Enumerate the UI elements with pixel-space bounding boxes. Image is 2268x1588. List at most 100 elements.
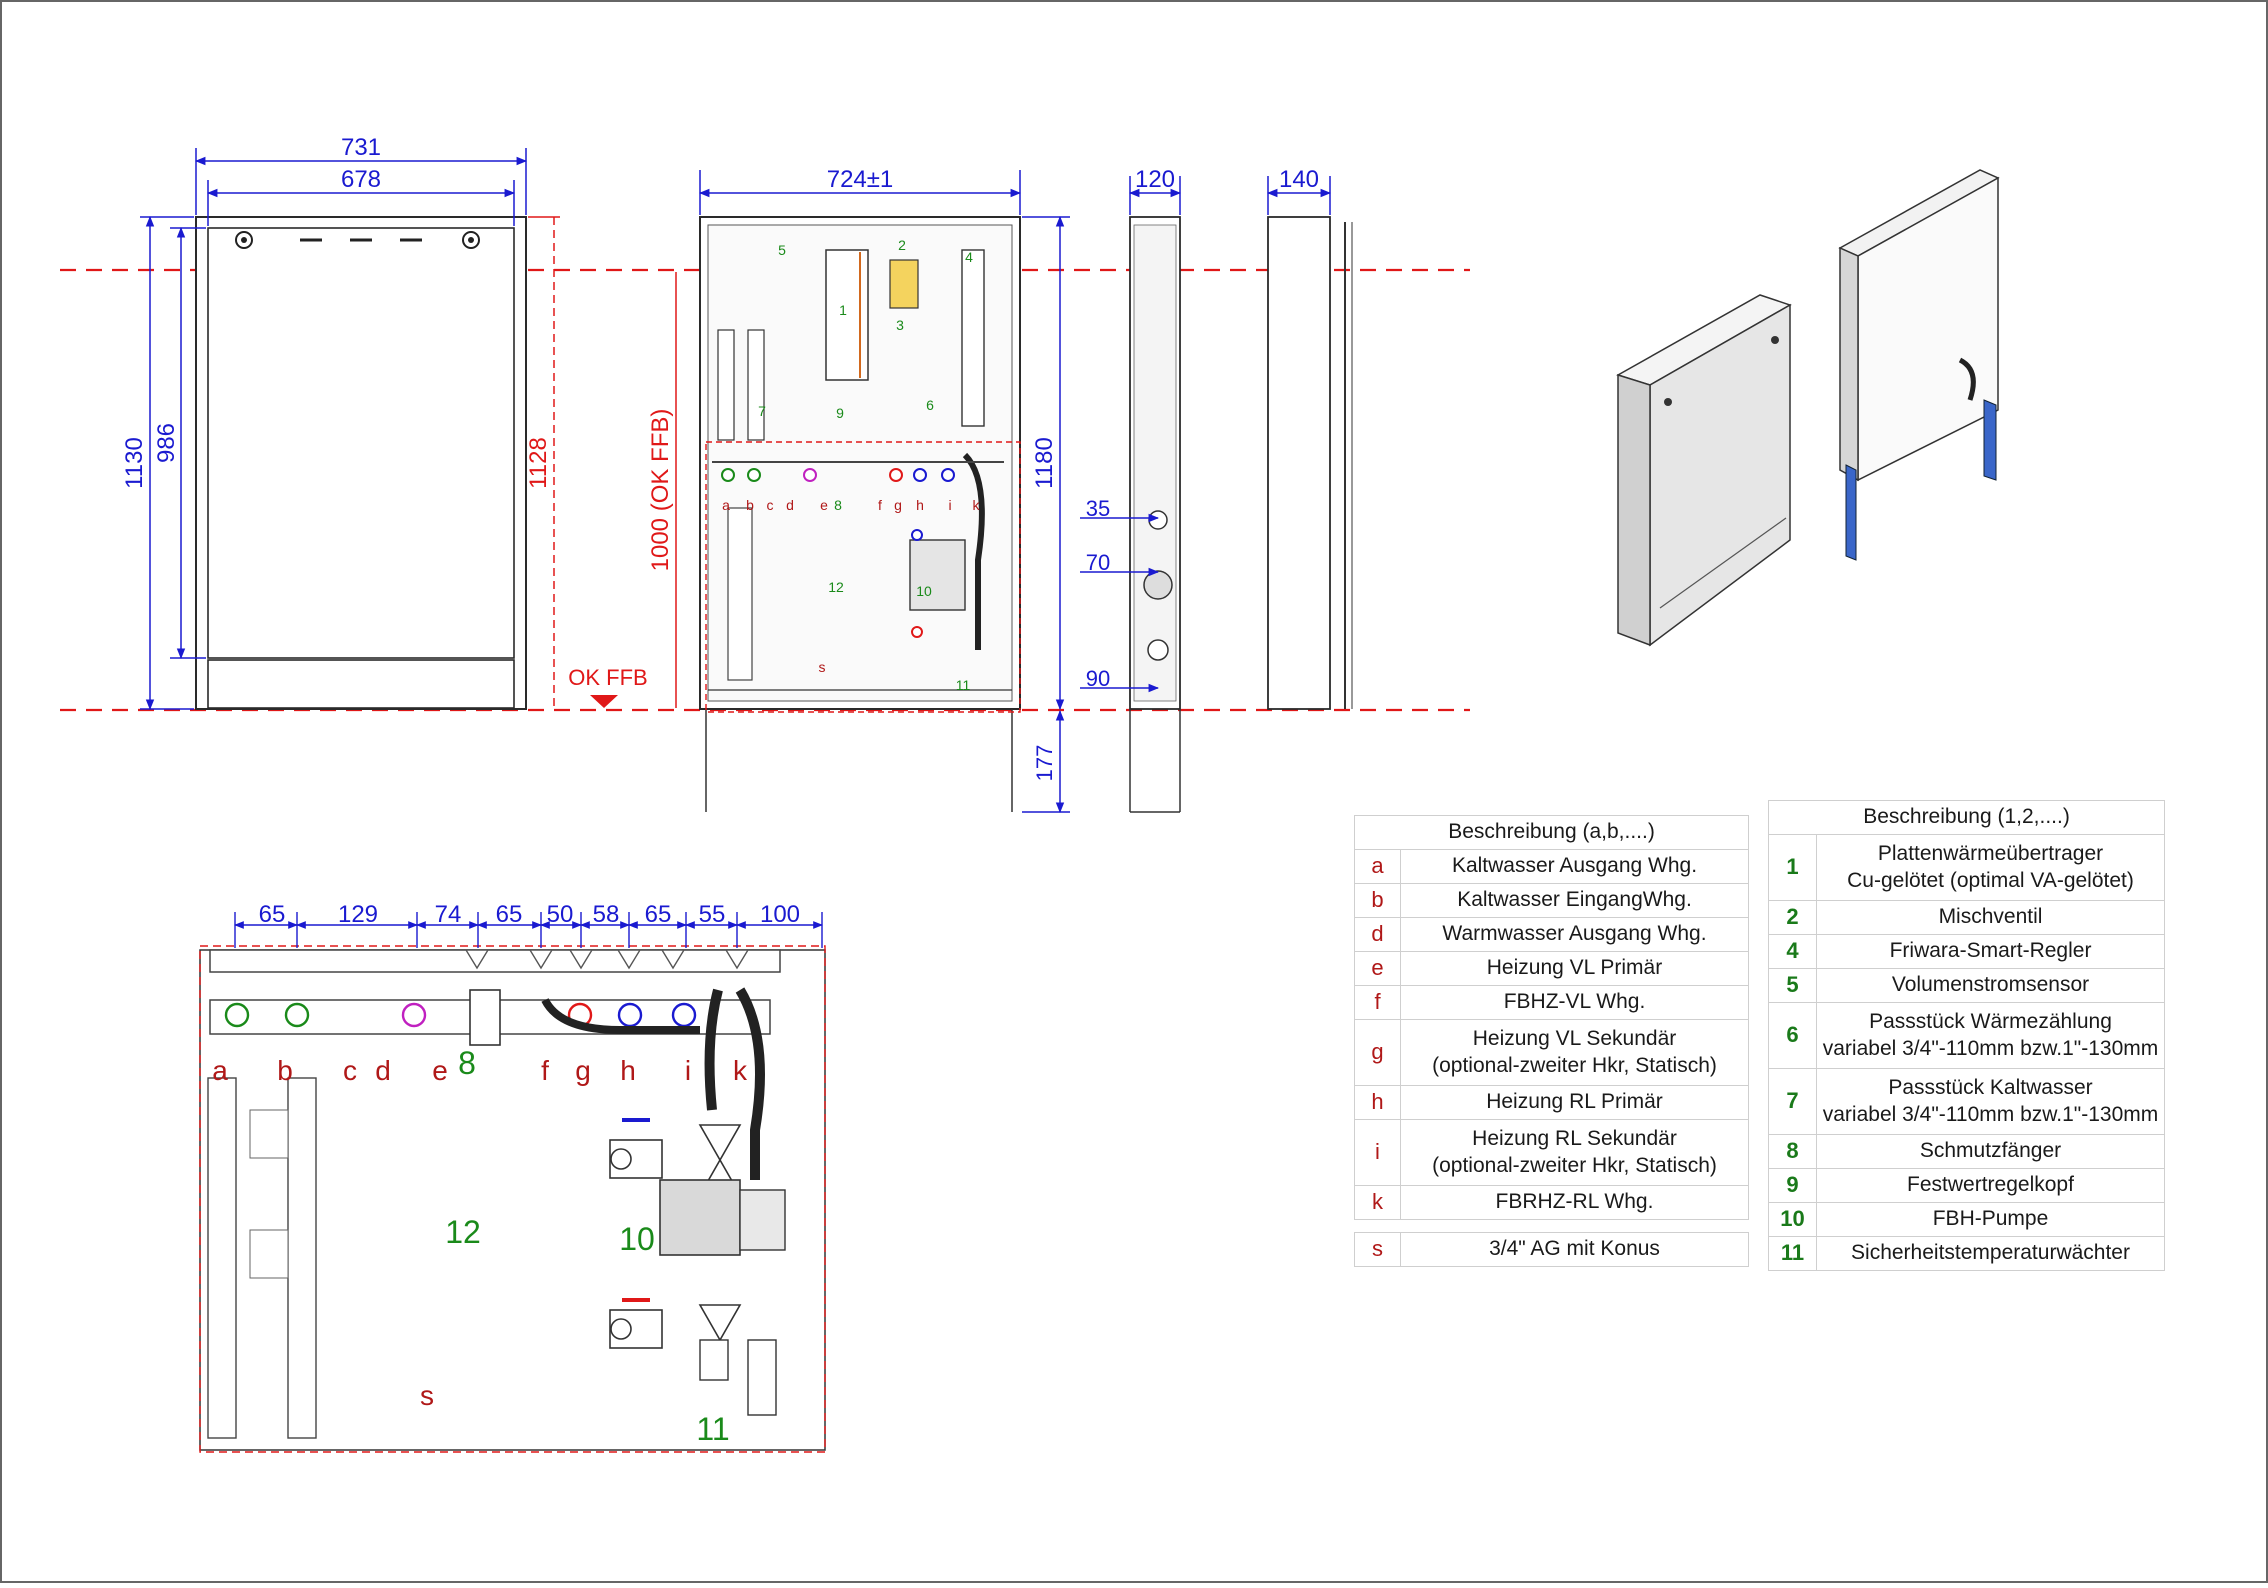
connection-label: d bbox=[786, 497, 794, 513]
connection-label: h bbox=[916, 497, 924, 513]
part-label: 1 bbox=[839, 302, 847, 318]
legend-key: f bbox=[1354, 985, 1401, 1020]
legend-key: i bbox=[1354, 1119, 1401, 1186]
spacing-label: 55 bbox=[699, 901, 726, 928]
cabinet-door bbox=[207, 227, 515, 659]
connection-label: a bbox=[722, 497, 730, 513]
part-label: 7 bbox=[758, 403, 766, 419]
dim-cover-depth: 140 bbox=[1279, 166, 1319, 193]
connection-label: k bbox=[973, 497, 981, 513]
legend-description: Heizung RL Sekundär(optional-zweiter Hkr… bbox=[1399, 1119, 1750, 1186]
mounting-rail-right bbox=[287, 1077, 317, 1439]
legend-text: Heizung RL Primär bbox=[1486, 1090, 1663, 1114]
spacing-label: 50 bbox=[547, 901, 574, 928]
dim-35: 35 bbox=[1086, 496, 1110, 521]
connection-letter: a bbox=[212, 1055, 228, 1086]
legend-key: 7 bbox=[1768, 1068, 1817, 1135]
spacing-label: 129 bbox=[338, 901, 378, 928]
connection-label: b bbox=[746, 497, 754, 513]
legend-text-second-line: (optional-zweiter Hkr, Statisch) bbox=[1432, 1153, 1717, 1177]
cold-water-fitting bbox=[717, 329, 735, 441]
dim-outer-width: 731 bbox=[341, 134, 381, 161]
spacing-label: 65 bbox=[496, 901, 523, 928]
spacing-label: 74 bbox=[435, 901, 462, 928]
legend-text: Heizung VL Primär bbox=[1486, 956, 1663, 980]
legend-row: 10 FBH-Pumpe bbox=[1768, 1202, 2166, 1237]
legend-key: 11 bbox=[1768, 1236, 1817, 1271]
legend-key: 1 bbox=[1768, 834, 1817, 901]
legend-text: FBRHZ-RL Whg. bbox=[1495, 1190, 1654, 1214]
s-label: s bbox=[819, 659, 826, 675]
part-label-11: 11 bbox=[696, 1411, 729, 1447]
open-view: 724±1 1180 177 1000 (OK FFB) 1 2 3 4 5 6… bbox=[647, 166, 1070, 814]
detail-hose bbox=[735, 987, 765, 1180]
legend-key: 4 bbox=[1768, 934, 1817, 969]
dim-total-height: 1130 bbox=[121, 437, 148, 489]
part-label: 9 bbox=[836, 405, 844, 421]
manifold-rail bbox=[209, 949, 781, 973]
legend-description: Friwara-Smart-Regler bbox=[1815, 934, 2166, 969]
legend-text: Sicherheitstemperaturwächter bbox=[1851, 1241, 2130, 1265]
legend-text: Volumenstromsensor bbox=[1891, 973, 2090, 997]
spacing-label: 65 bbox=[645, 901, 672, 928]
dim-mount-height: 1000 (OK FFB) bbox=[647, 409, 674, 572]
part-label: 3 bbox=[896, 317, 904, 333]
part-label: 6 bbox=[926, 397, 934, 413]
connection-label: g bbox=[894, 497, 902, 513]
detail-pump bbox=[659, 1179, 741, 1256]
dim-foot-height: 177 bbox=[1032, 745, 1057, 782]
part-label: 11 bbox=[956, 677, 971, 693]
legend-text: Festwertregelkopf bbox=[1907, 1173, 2074, 1197]
legend-description: Festwertregelkopf bbox=[1815, 1168, 2166, 1203]
floor-marker-icon bbox=[590, 695, 618, 708]
connection-label: c bbox=[767, 497, 774, 513]
iso-foot-right bbox=[1983, 399, 1997, 481]
legend-text: Schmutzfänger bbox=[1919, 1139, 2062, 1163]
connection-letter: h bbox=[620, 1055, 636, 1086]
legend-description: Heizung VL Primär bbox=[1399, 951, 1750, 986]
part-label: 8 bbox=[834, 497, 842, 513]
part-label: 12 bbox=[828, 579, 844, 595]
legend-text: FBH-Pumpe bbox=[1932, 1207, 2049, 1231]
legend-row: 5 Volumenstromsensor bbox=[1768, 968, 2166, 1003]
legend-key: a bbox=[1354, 849, 1401, 884]
legend-key: e bbox=[1354, 951, 1401, 986]
part-label: 5 bbox=[778, 242, 786, 258]
legend-text: Plattenwärmeübertrager bbox=[1877, 841, 2104, 865]
front-view: 731 678 1130 986 1128 OK FFB bbox=[121, 134, 648, 711]
legend-row: 11 Sicherheitstemperaturwächter bbox=[1768, 1236, 2166, 1271]
dim-inner-height: 986 bbox=[153, 423, 180, 463]
legend-key: 5 bbox=[1768, 968, 1817, 1003]
legend-text-second-line: variabel 3/4"-110mm bzw.1"-130mm bbox=[1822, 1102, 2159, 1126]
open-cabinet-iso bbox=[1857, 176, 1999, 482]
connection-letter: b bbox=[277, 1055, 293, 1086]
detail-view: 65 129 74 65 50 58 65 55 100 a b c d e f… bbox=[199, 901, 826, 1453]
connection-label: f bbox=[878, 497, 882, 513]
legend-key: 8 bbox=[1768, 1134, 1817, 1169]
part-label-12: 12 bbox=[445, 1214, 481, 1250]
legend-text-second-line: (optional-zweiter Hkr, Statisch) bbox=[1432, 1053, 1717, 1077]
legend-description: Kaltwasser EingangWhg. bbox=[1399, 883, 1750, 918]
connection-label: e bbox=[820, 497, 828, 513]
part-label: 4 bbox=[965, 249, 973, 265]
connection-letter: g bbox=[575, 1055, 591, 1086]
connection-letter: f bbox=[541, 1055, 549, 1086]
legend-key: 10 bbox=[1768, 1202, 1817, 1237]
legend-row: e Heizung VL Primär bbox=[1354, 951, 1750, 986]
legend-key: 2 bbox=[1768, 900, 1817, 935]
